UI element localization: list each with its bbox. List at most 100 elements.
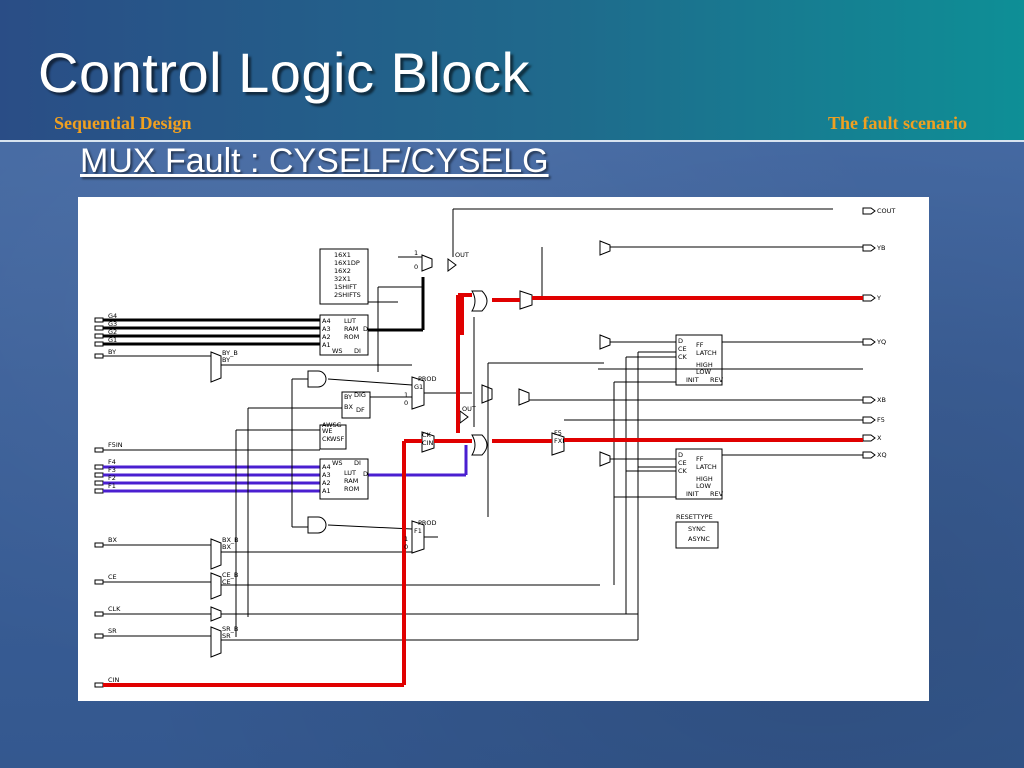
cy-mux-2 bbox=[518, 388, 530, 406]
input-label-f1: F1 bbox=[108, 482, 116, 490]
ff-mode: LATCH bbox=[696, 349, 717, 357]
lut-di: DI bbox=[354, 459, 361, 467]
mux-label: FXI bbox=[554, 437, 564, 445]
lut-pin: A4 bbox=[322, 317, 331, 325]
mux-label: CIN bbox=[422, 439, 433, 447]
ff-rev: REV bbox=[710, 490, 724, 498]
title-divider bbox=[0, 140, 1024, 142]
subtitle-right: The fault scenario bbox=[828, 113, 967, 133]
input-label-g4: G4 bbox=[108, 312, 117, 320]
fault-path bbox=[103, 293, 863, 687]
input-label-sr: SR bbox=[108, 627, 117, 635]
const-label: 0 bbox=[414, 263, 418, 271]
output-label-yq: YQ bbox=[876, 338, 886, 346]
lut-pin: A1 bbox=[322, 487, 331, 495]
schematic-labels: G4 G3 G2 G1 BY F5IN F4 F3 F2 F1 BX CE CL… bbox=[108, 207, 895, 684]
lut-pin: A2 bbox=[322, 333, 331, 341]
output-ports bbox=[862, 207, 876, 459]
cy-mux bbox=[481, 384, 493, 404]
slide-title: Control Logic Block bbox=[38, 41, 530, 104]
reset-type-option: ASYNC bbox=[688, 535, 710, 543]
lut-mode: RAM bbox=[344, 477, 358, 485]
ce-mux bbox=[210, 572, 222, 600]
prod-mux-top bbox=[411, 376, 425, 410]
mux-label: CE bbox=[222, 578, 231, 586]
ff-init: INIT bbox=[686, 490, 699, 498]
ff-pin: CE bbox=[678, 345, 687, 353]
reset-type-box bbox=[675, 521, 719, 549]
mux-label: 1 bbox=[404, 391, 408, 399]
dig-pin: BY bbox=[344, 393, 352, 401]
title-bar bbox=[0, 0, 1024, 140]
input-label-by: BY bbox=[108, 348, 116, 356]
lut-ws: WS bbox=[332, 347, 343, 355]
f5-mux bbox=[551, 432, 565, 456]
ff-level: HIGH bbox=[696, 361, 713, 369]
mux-label: BX_B bbox=[222, 536, 239, 544]
wsgen-pin: CK bbox=[322, 435, 332, 443]
input-label-g3: G3 bbox=[108, 320, 117, 328]
dig-pin: DIG bbox=[354, 391, 366, 399]
lut-pin: A3 bbox=[322, 325, 331, 333]
input-label-f5in: F5IN bbox=[108, 441, 123, 449]
mux-label: OUT bbox=[462, 405, 476, 413]
xor-gate-top bbox=[471, 290, 488, 312]
mux-label: G1 bbox=[414, 383, 423, 391]
and-gate-bottom bbox=[307, 516, 327, 534]
ram-option: 16X2 bbox=[334, 267, 351, 275]
ff-pin: CE bbox=[678, 459, 687, 467]
lut-pin: A1 bbox=[322, 341, 331, 349]
f-input-bus bbox=[103, 445, 468, 493]
signal-wiring bbox=[103, 208, 863, 641]
ff-pin: CK bbox=[678, 353, 688, 361]
lut-pin: A4 bbox=[322, 463, 331, 471]
xq-mux bbox=[599, 451, 611, 467]
lut-top bbox=[319, 314, 369, 356]
ff-level: LOW bbox=[696, 482, 712, 490]
yq-mux bbox=[599, 334, 611, 350]
ff-mode: FF bbox=[696, 341, 704, 349]
output-label-f5: F5 bbox=[877, 416, 885, 424]
output-label-xq: XQ bbox=[877, 451, 887, 459]
ff-pin: CK bbox=[678, 467, 688, 475]
ff-pin: D bbox=[678, 451, 683, 459]
by-mux bbox=[210, 351, 222, 383]
schematic-panel: G4 G3 G2 G1 BY F5IN F4 F3 F2 F1 BX CE CL… bbox=[78, 197, 929, 701]
ff-level: HIGH bbox=[696, 475, 713, 483]
wsgen-pin: WSF bbox=[330, 435, 345, 443]
wsgen-pin: AWSG bbox=[322, 421, 342, 429]
input-label-clk: CLK bbox=[108, 605, 121, 613]
input-label-cin: CIN bbox=[108, 676, 119, 684]
lut-pin: A3 bbox=[322, 471, 331, 479]
lut-mode: ROM bbox=[344, 485, 359, 493]
ram-option: 16X1DP bbox=[334, 259, 360, 267]
input-label-ce: CE bbox=[108, 573, 117, 581]
input-label-f3: F3 bbox=[108, 466, 116, 474]
out-buffer-top bbox=[447, 258, 457, 272]
output-label-x: X bbox=[877, 434, 882, 442]
mux-label: PROD bbox=[418, 519, 437, 527]
lut-mode: RAM bbox=[344, 325, 358, 333]
dig-pin: DF bbox=[356, 406, 365, 414]
lut-di: DI bbox=[354, 347, 361, 355]
clk-inverter bbox=[210, 606, 222, 622]
ff-bottom bbox=[675, 448, 723, 500]
ram-option: 32X1 bbox=[334, 275, 351, 283]
ram-config-box bbox=[319, 248, 369, 305]
lut-ws: WS bbox=[332, 459, 343, 467]
reset-type-option: SYNC bbox=[688, 525, 706, 533]
dig-block bbox=[341, 391, 371, 419]
input-label-g2: G2 bbox=[108, 328, 117, 336]
mux-label: 0 bbox=[404, 543, 408, 551]
mux-label: CK bbox=[422, 431, 432, 439]
output-label-yb: YB bbox=[876, 244, 885, 252]
input-label-f2: F2 bbox=[108, 474, 116, 482]
g-input-bus bbox=[103, 277, 425, 346]
output-label-cout: COUT bbox=[877, 207, 895, 215]
mux-label: PROD bbox=[418, 375, 437, 383]
mux-label: F5 bbox=[554, 429, 562, 437]
const-mux bbox=[421, 254, 433, 272]
input-label-g1: G1 bbox=[108, 336, 117, 344]
ws-generator bbox=[319, 424, 347, 450]
schematic-diagram: G4 G3 G2 G1 BY F5IN F4 F3 F2 F1 BX CE CL… bbox=[94, 207, 895, 688]
